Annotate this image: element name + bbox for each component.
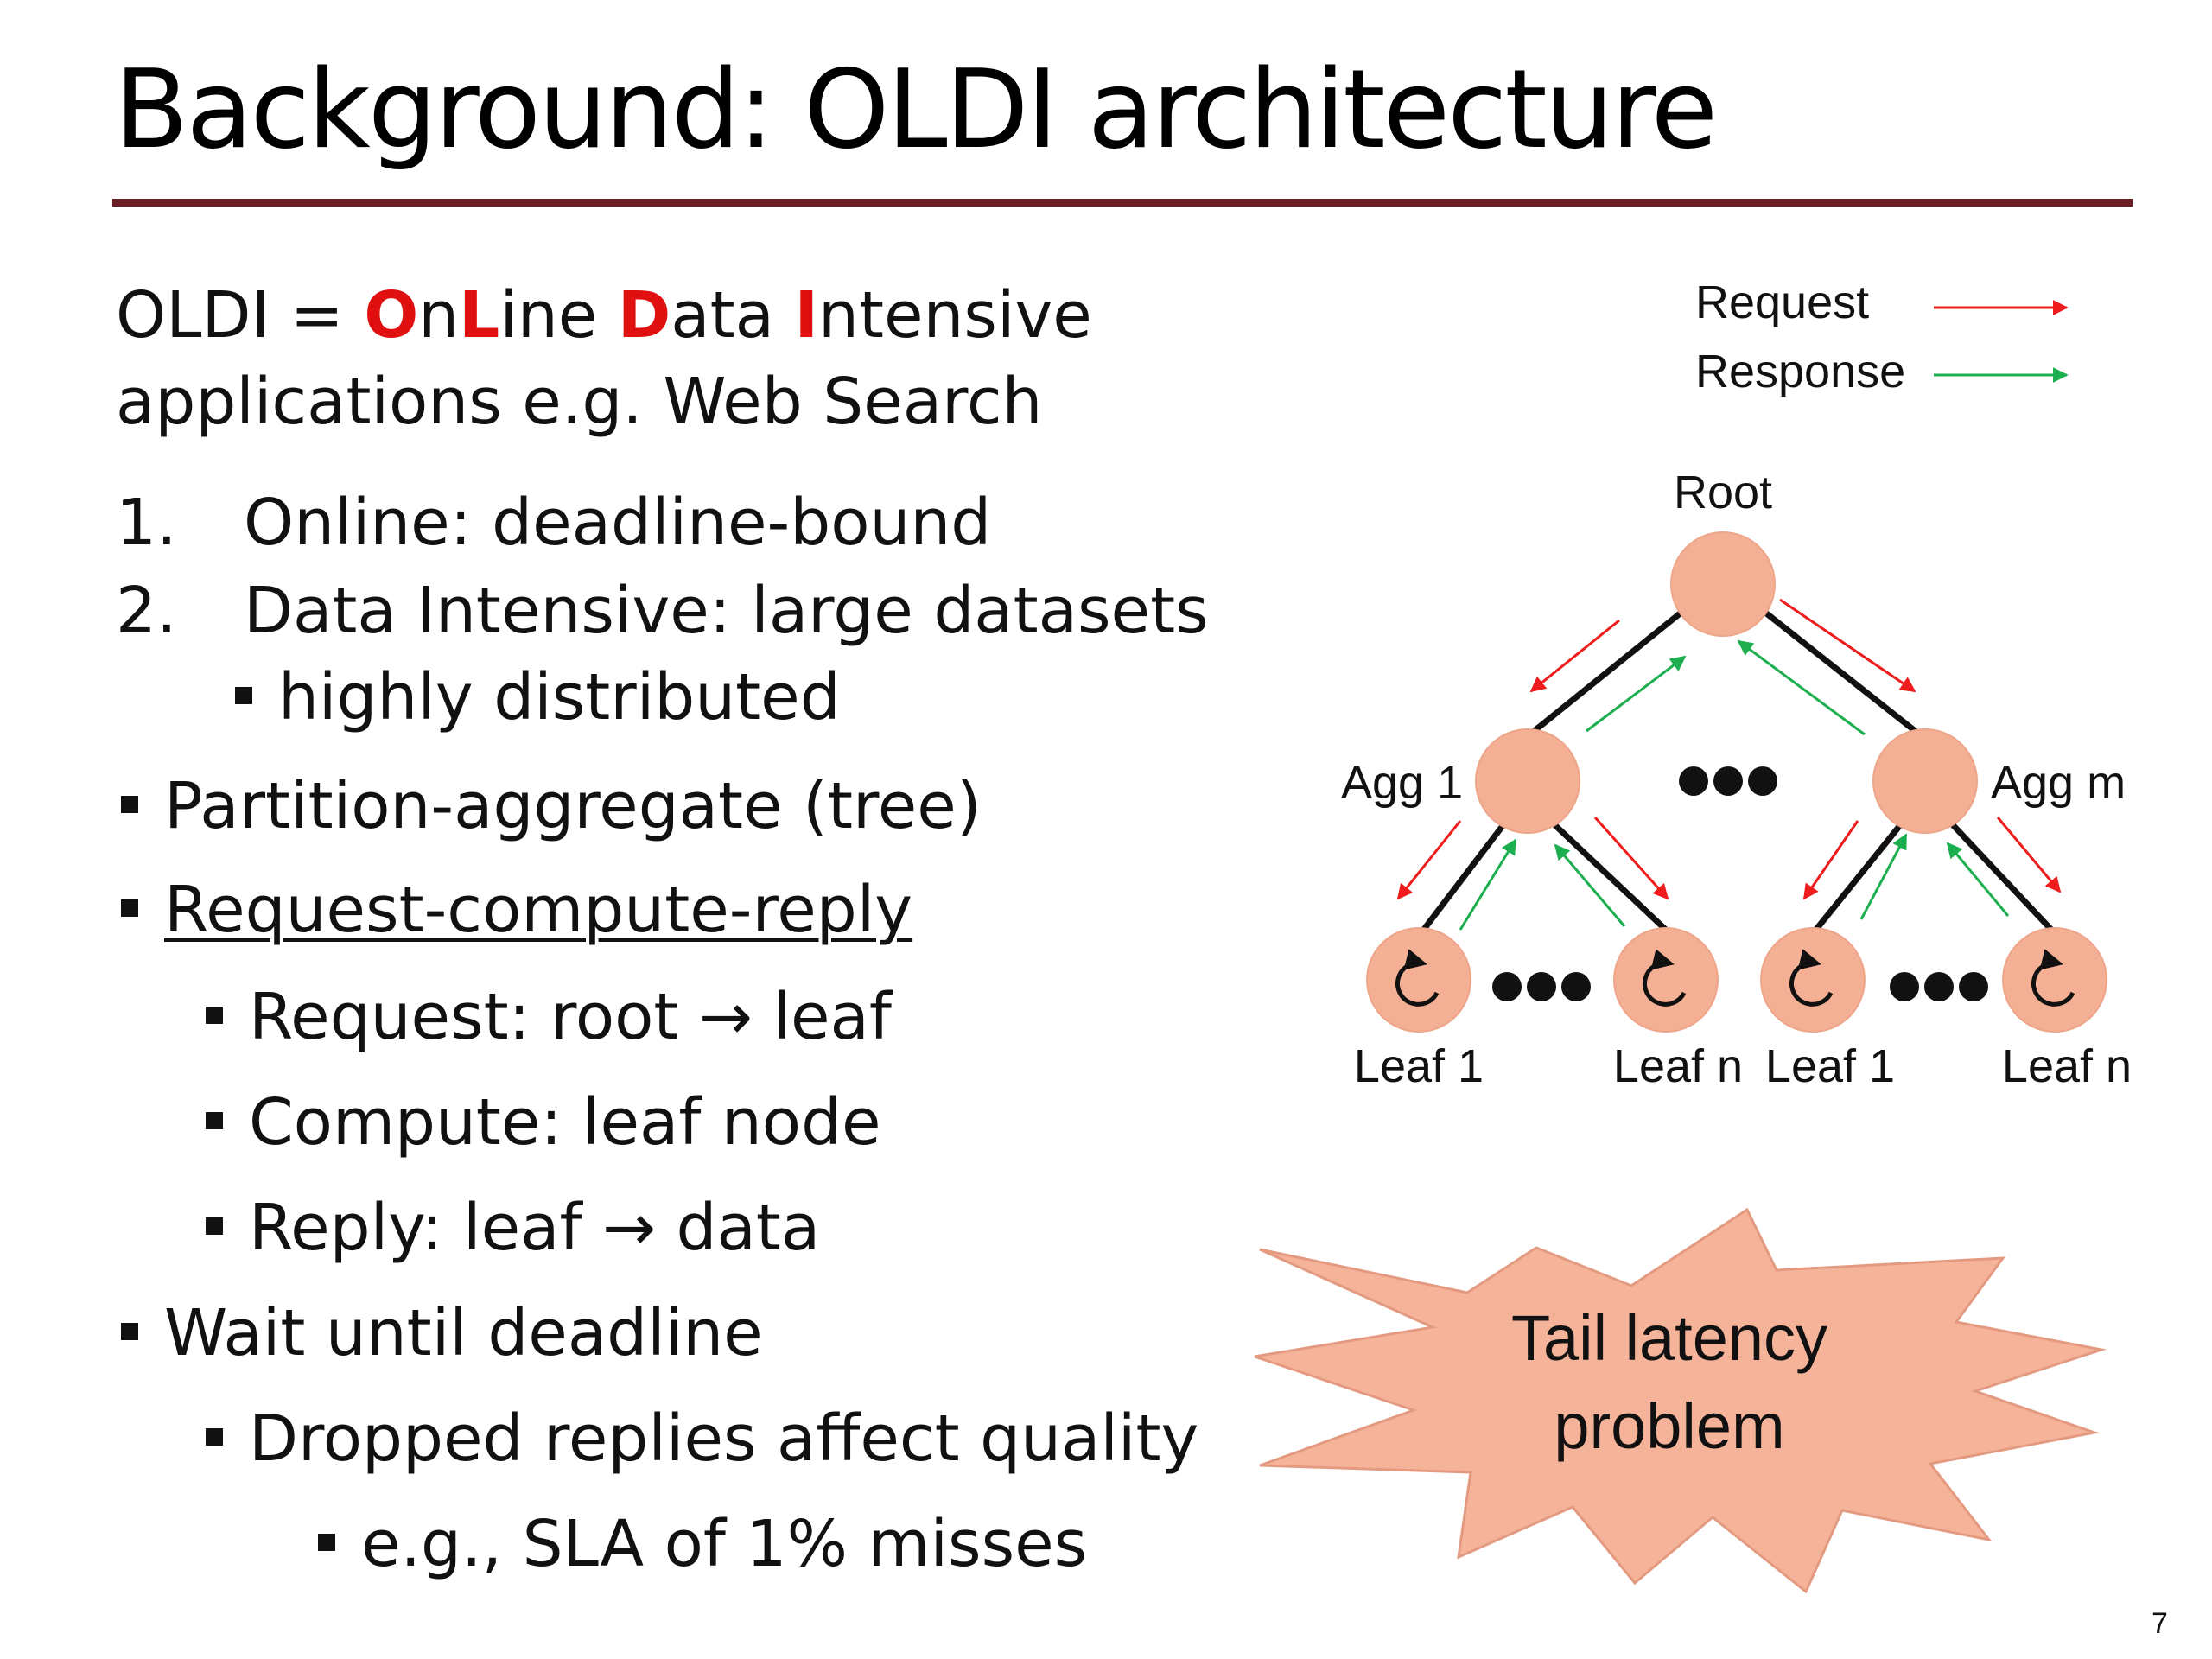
item-text: Data Intensive: large datasets (244, 574, 1209, 648)
bullet-icon (121, 796, 138, 814)
refresh-icon (1642, 949, 1687, 1007)
bullet-text: e.g., SLA of 1% misses (361, 1507, 1088, 1581)
ellipsis-icon (1492, 972, 1591, 1001)
sub-sub-bullet: e.g., SLA of 1% misses (318, 1505, 1087, 1583)
leaf-label: Leaf n (2002, 1040, 2132, 1092)
item-number: 1. (116, 486, 177, 560)
bullet-icon (121, 899, 138, 918)
starburst-callout (1254, 1207, 2107, 1594)
bullet-icon (121, 1323, 138, 1341)
bullet-text: Request: root → leaf (249, 980, 892, 1054)
bullet-item: Request-compute-reply (121, 871, 912, 949)
definition-line-2: applications e.g. Web Search (116, 365, 1043, 439)
edge-aggm-leaf1 (1812, 813, 1910, 934)
ellipsis-icon (1679, 766, 1777, 796)
agg-node-left (1475, 728, 1580, 834)
agg-left-label: Agg 1 (1341, 757, 1463, 809)
legend-request-label: Request (1695, 276, 1869, 328)
acronym-letter-l: L (459, 278, 500, 353)
sub-bullet: Dropped replies affect quality (206, 1400, 1198, 1478)
request-arrow (1802, 820, 1859, 900)
leaf-label: Leaf n (1613, 1040, 1743, 1092)
root-node (1670, 531, 1776, 637)
refresh-icon (2031, 949, 2075, 1007)
definition-fragment: n (418, 278, 460, 353)
bullet-icon (318, 1534, 335, 1552)
sub-bullet: Reply: leaf → data (206, 1189, 820, 1267)
leaf-node (2002, 927, 2107, 1033)
ellipsis-icon (1890, 972, 1988, 1001)
item-number: 2. (116, 574, 177, 648)
slide-title: Background: OLDI architecture (114, 46, 1718, 173)
tree-nodes (1366, 531, 2107, 1033)
definition-fragment: ntensive (818, 278, 1092, 353)
leaf-node (1613, 927, 1719, 1033)
response-arrow (1459, 838, 1517, 931)
title-divider (112, 199, 2133, 207)
bullet-item: Wait until deadline (121, 1294, 763, 1372)
request-arrow (1779, 598, 1916, 693)
response-arrow (1737, 639, 1866, 736)
request-arrow (1996, 817, 2062, 893)
numbered-item: 2. Data Intensive: large datasets (116, 572, 1209, 650)
bullet-icon (206, 1428, 223, 1446)
leaf-label: Leaf 1 (1354, 1040, 1484, 1092)
edge-agg1-leafn (1542, 813, 1670, 934)
numbered-item: 1. Online: deadline-bound (116, 484, 991, 562)
compute-icons (1395, 949, 2075, 1007)
edge-aggm-leafn (1942, 813, 2056, 934)
definition-fragment: ata (671, 278, 795, 353)
diagram-legend: Request Response (1695, 276, 2069, 397)
request-arrow (1396, 820, 1462, 900)
legend-response-label: Response (1695, 346, 1905, 397)
request-arrow (1593, 817, 1669, 900)
response-arrows (1459, 639, 2010, 931)
callout-line-1: Tail latency (1511, 1302, 1827, 1374)
response-arrow (1586, 655, 1687, 733)
sub-bullet: Compute: leaf node (206, 1084, 881, 1161)
edge-agg1-leaf1 (1420, 813, 1513, 934)
sub-bullet: Request: root → leaf (206, 978, 892, 1056)
request-arrows (1396, 598, 2062, 900)
leaf-label: Leaf 1 (1765, 1040, 1895, 1092)
response-arrow (1859, 833, 1908, 920)
agg-right-label: Agg m (1991, 757, 2126, 809)
definition-fragment: ine (499, 278, 618, 353)
definition-prefix: OLDI = (116, 278, 365, 353)
oldi-definition: OLDI = OnLine Data Intensive (116, 276, 1092, 354)
item-text: Online: deadline-bound (244, 486, 992, 560)
bullet-item: Partition-aggregate (tree) (121, 767, 982, 845)
callout-line-2: problem (1554, 1390, 1784, 1462)
leaf-node (1760, 927, 1866, 1033)
bullet-text: Reply: leaf → data (249, 1191, 821, 1265)
acronym-letter-d: D (617, 278, 671, 353)
bullet-icon (235, 687, 252, 705)
bullet-icon (206, 1112, 223, 1130)
refresh-icon (1789, 949, 1834, 1007)
root-label: Root (1674, 467, 1772, 518)
acronym-letter-i: I (794, 278, 819, 353)
bullet-text: Request-compute-reply (164, 873, 913, 947)
bullet-text: Compute: leaf node (249, 1085, 881, 1160)
agg-node-right (1872, 728, 1978, 834)
response-arrow (1946, 842, 2010, 917)
page-number: 7 (2152, 1607, 2168, 1640)
bullet-icon (206, 1007, 223, 1025)
bullet-text: highly distributed (278, 660, 841, 734)
response-arrow (1554, 843, 1626, 927)
request-arrow (1529, 619, 1620, 693)
bullet-text: Dropped replies affect quality (249, 1402, 1199, 1476)
bullet-text: Partition-aggregate (tree) (164, 769, 982, 843)
acronym-letter-o: O (364, 278, 419, 353)
leaf-node (1366, 927, 1471, 1033)
bullet-text: Wait until deadline (164, 1296, 763, 1370)
sub-bullet: highly distributed (235, 658, 841, 736)
ellipsis-dots (1492, 766, 1988, 1001)
refresh-icon (1395, 949, 1440, 1007)
bullet-icon (206, 1217, 223, 1236)
